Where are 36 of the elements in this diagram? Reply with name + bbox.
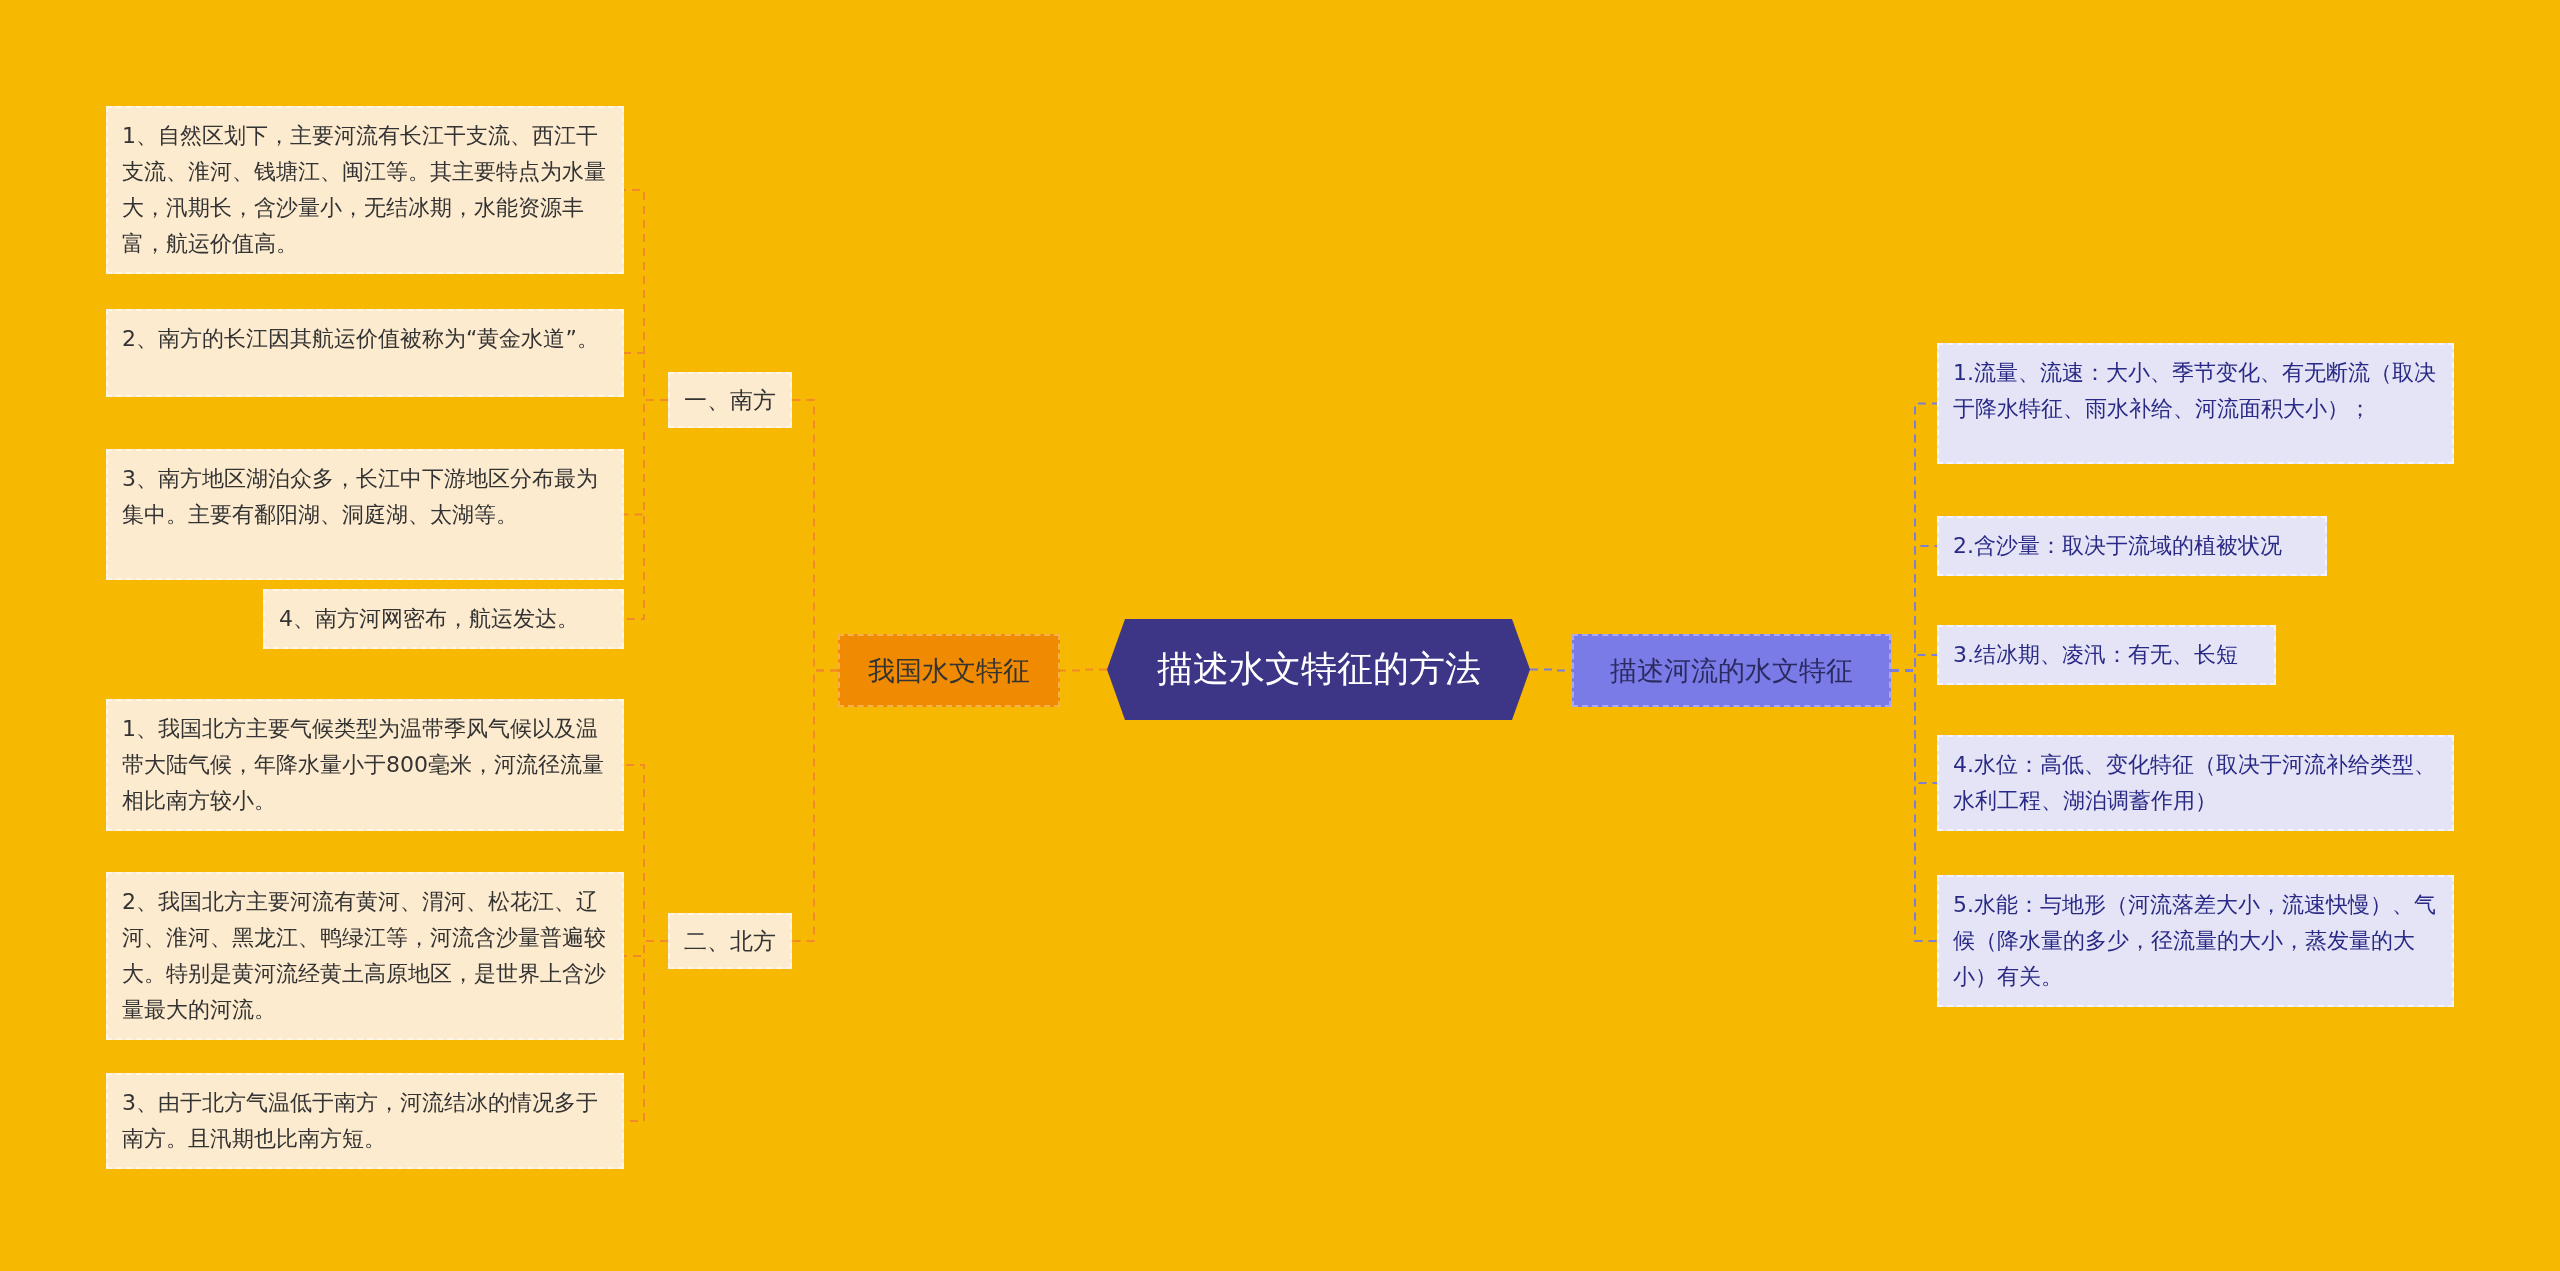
note-box [106, 106, 624, 274]
sub-branch-box [668, 913, 792, 969]
sub-branch-label: 一、南方 [684, 385, 776, 415]
note-text: 3、由于北方气温低于南方，河流结冰的情况多于南方。且汛期也比南方短。 [122, 1090, 598, 1151]
note-box [106, 872, 624, 1040]
note-text: 1.流量、流速：大小、季节变化、有无断流（取决于降水特征、雨水补给、河流面积大小）； [1953, 360, 2436, 421]
note-text: 4.水位：高低、变化特征（取决于河流补给类型、水利工程、湖泊调蓄作用） [1953, 752, 2436, 813]
note-box [106, 309, 624, 397]
note-box [106, 699, 624, 831]
note-text: 1、自然区划下，主要河流有长江干支流、西江干支流、淮河、钱塘江、闽江等。其主要特点为水量大，汛期长，含沙量小，无结冰期，水能资源丰富，航运价值高。 [122, 123, 606, 256]
connector-line [1890, 669, 1938, 942]
branch-label: 描述河流的水文特征 [1610, 653, 1853, 688]
branch-box [1572, 634, 1891, 707]
topic-title: 描述水文特征的方法 [1156, 647, 1481, 691]
branch-label: 我国水文特征 [868, 653, 1030, 688]
sub-branch-box [668, 372, 792, 428]
note-text: 5.水能：与地形（河流落差大小，流速快慢）、气候（降水量的多少，径流量的大小，蒸发量的大小）有关。 [1953, 892, 2436, 989]
note-box [106, 449, 624, 580]
connector-line [791, 669, 839, 942]
note-box [106, 1073, 624, 1169]
note-text: 3、南方地区湖泊众多，长江中下游地区分布最为集中。主要有鄱阳湖、洞庭湖、太湖等。 [122, 466, 598, 527]
note-text: 3.结冰期、凌汛：有无、长短 [1953, 642, 2238, 667]
note-box [1937, 343, 2454, 464]
note-text: 1、我国北方主要气候类型为温带季风气候以及温带大陆气候，年降水量小于800毫米，河流径流量相比南方较小。 [122, 716, 604, 813]
note-text: 2、我国北方主要河流有黄河、渭河、松花江、辽河、淮河、黑龙江、鸭绿江等，河流含沙量普遍较大。特别是黄河流经黄土高原地区，是世界上含沙量最大的河流。 [122, 889, 606, 1022]
note-text: 2、南方的长江因其航运价值被称为“黄金水道”。 [122, 326, 599, 351]
branch-box [838, 634, 1060, 707]
note-box [1937, 735, 2454, 831]
note-box [1937, 516, 2327, 576]
note-box [1937, 625, 2276, 685]
connector-line [1059, 668, 1108, 672]
sub-branch-label: 二、北方 [684, 926, 776, 956]
note-text: 2.含沙量：取决于流域的植被状况 [1953, 533, 2282, 558]
note-box [263, 589, 624, 649]
note-text: 4、南方河网密布，航运发达。 [279, 606, 579, 631]
note-box [1937, 875, 2454, 1007]
